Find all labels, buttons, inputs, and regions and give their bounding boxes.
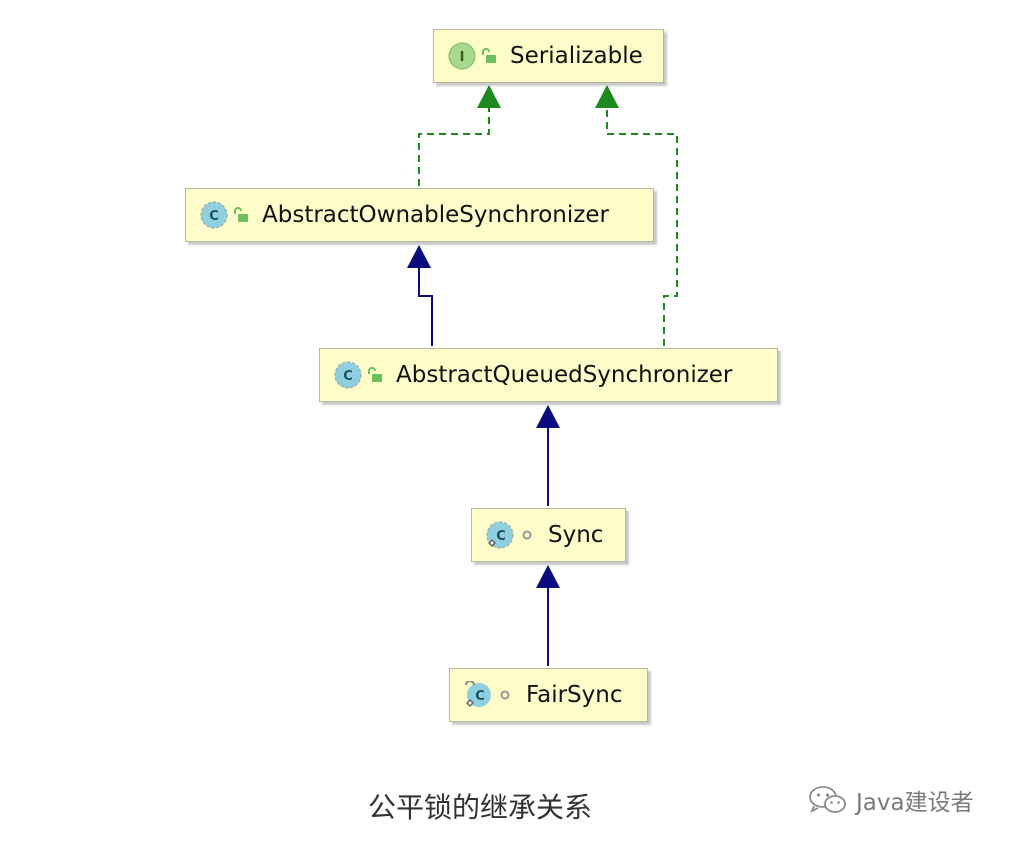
unlocked-public-icon — [368, 367, 382, 382]
static-final-class-icon: C — [465, 681, 491, 707]
arrowhead-fairsync-sync — [536, 565, 560, 588]
unlocked-public-icon — [234, 207, 248, 222]
arrowhead-aqs-aos — [407, 245, 431, 268]
arrowhead-sync-aqs — [536, 405, 560, 428]
svg-text:I: I — [460, 50, 465, 65]
static-abstract-class-icon: C — [486, 521, 514, 549]
abstract-class-icon: C — [200, 201, 228, 229]
watermark-text: Java建设者 — [856, 790, 974, 816]
package-private-icon — [522, 530, 532, 540]
edge-aqs-extends-aos — [418, 268, 433, 346]
edge-aos-implements-serializable — [418, 108, 490, 186]
edge-aqs-implements-serializable — [606, 108, 678, 346]
node-label-serializable: Serializable — [510, 43, 643, 69]
node-sync: C Sync — [471, 508, 626, 562]
node-label-abstract-queued-synchronizer: AbstractQueuedSynchronizer — [396, 362, 733, 388]
arrowhead-aos-serializable — [477, 85, 501, 108]
svg-text:C: C — [475, 689, 485, 704]
arrowhead-aqs-serializable — [595, 85, 619, 108]
node-label-fairsync: FairSync — [526, 682, 623, 708]
node-serializable: I Serializable — [433, 29, 664, 83]
abstract-class-icon: C — [334, 361, 362, 389]
svg-text:C: C — [209, 209, 219, 224]
node-fairsync: C FairSync — [449, 668, 648, 722]
node-label-sync: Sync — [548, 522, 604, 548]
package-private-icon — [500, 690, 510, 700]
watermark: Java建设者 — [808, 780, 974, 820]
node-label-abstract-ownable-synchronizer: AbstractOwnableSynchronizer — [262, 202, 609, 228]
svg-text:C: C — [343, 369, 353, 384]
svg-text:C: C — [496, 529, 506, 544]
diagram-caption: 公平锁的继承关系 — [367, 791, 592, 824]
node-abstract-ownable-synchronizer: C AbstractOwnableSynchronizer — [185, 188, 654, 242]
unlocked-public-icon — [482, 48, 496, 63]
wechat-icon — [809, 786, 846, 813]
interface-icon: I — [448, 42, 476, 70]
node-abstract-queued-synchronizer: C AbstractQueuedSynchronizer — [319, 348, 778, 402]
